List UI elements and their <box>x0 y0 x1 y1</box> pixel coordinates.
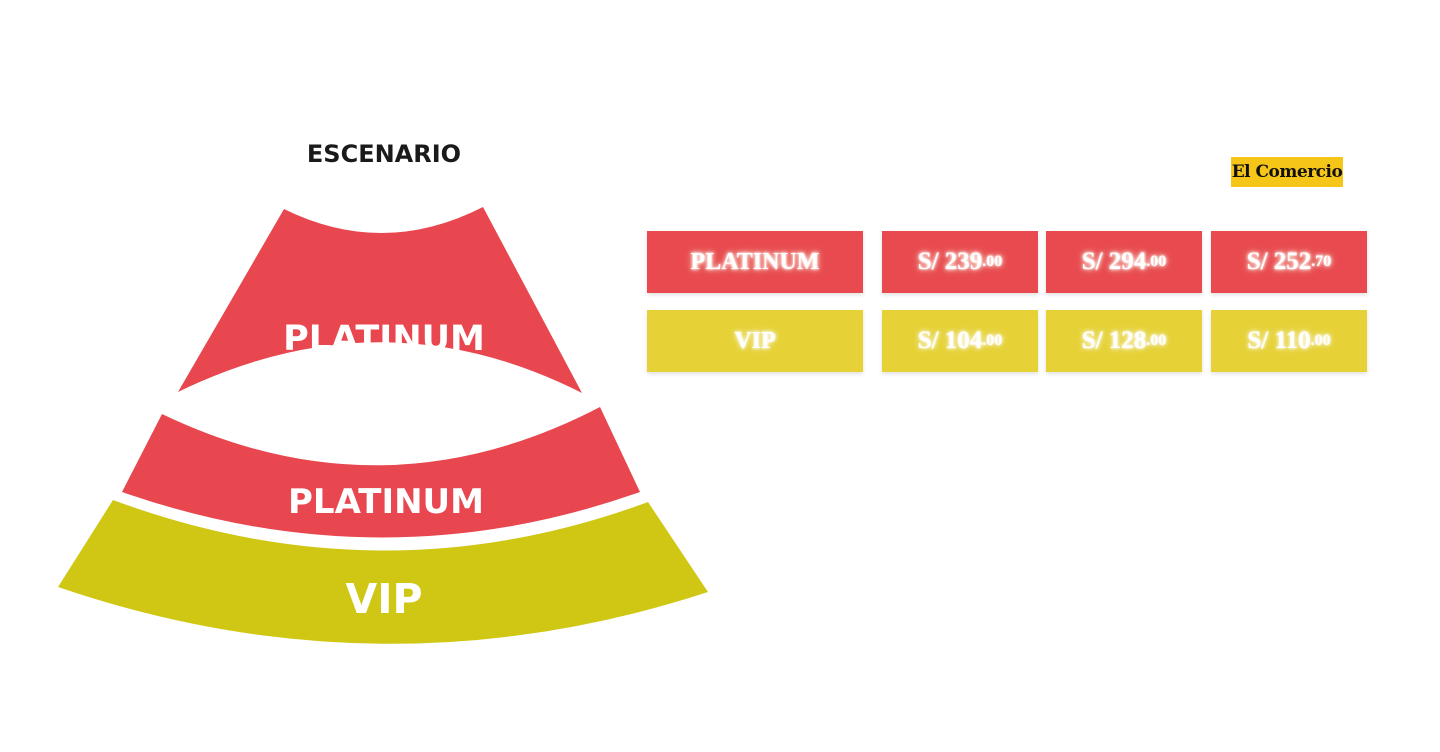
price-decimal: .00 <box>982 332 1003 349</box>
zone-vip[interactable] <box>58 500 708 644</box>
price-main: S/ 252 <box>1246 248 1312 275</box>
zone-vip-label: VIP <box>345 575 422 623</box>
price-main: S/ 128 <box>1081 327 1147 354</box>
zone-platinum-front[interactable] <box>178 207 582 393</box>
price-decimal: .00 <box>982 253 1003 270</box>
price-main: S/ 104 <box>917 327 983 354</box>
price-decimal: .00 <box>1146 332 1167 349</box>
price-cell-platinum-3: S/ 252.70 <box>1211 231 1367 293</box>
price-cell-vip-2: S/ 128.00 <box>1046 310 1202 372</box>
price-row-platinum-zone: PLATINUM <box>647 231 863 293</box>
price-decimal: .00 <box>1146 253 1167 270</box>
price-decimal: .70 <box>1311 253 1332 270</box>
logo-text: El Comercio <box>1231 162 1343 182</box>
seating-map: ESCENARIO PLATINUM PLATINUM VIP <box>58 140 708 644</box>
price-main: S/ 110 <box>1247 327 1311 354</box>
stage-label: ESCENARIO <box>307 140 461 168</box>
price-cell-vip-3: S/ 110.00 <box>1211 310 1367 372</box>
price-main: S/ 294 <box>1081 248 1147 275</box>
zone-platinum-middle[interactable] <box>122 407 640 538</box>
el-comercio-logo: El Comercio <box>1231 157 1343 187</box>
price-decimal: .00 <box>1310 332 1331 349</box>
zone-name: VIP <box>734 327 776 354</box>
zone-platinum-middle-label: PLATINUM <box>288 482 484 522</box>
price-cell-platinum-2: S/ 294.00 <box>1046 231 1202 293</box>
price-cell-platinum-1: S/ 239.00 <box>882 231 1038 293</box>
price-row-vip-zone: VIP <box>647 310 863 372</box>
price-cell-vip-1: S/ 104.00 <box>882 310 1038 372</box>
price-main: S/ 239 <box>917 248 983 275</box>
zone-name: PLATINUM <box>690 248 820 275</box>
zone-platinum-front-label: PLATINUM <box>283 319 485 359</box>
